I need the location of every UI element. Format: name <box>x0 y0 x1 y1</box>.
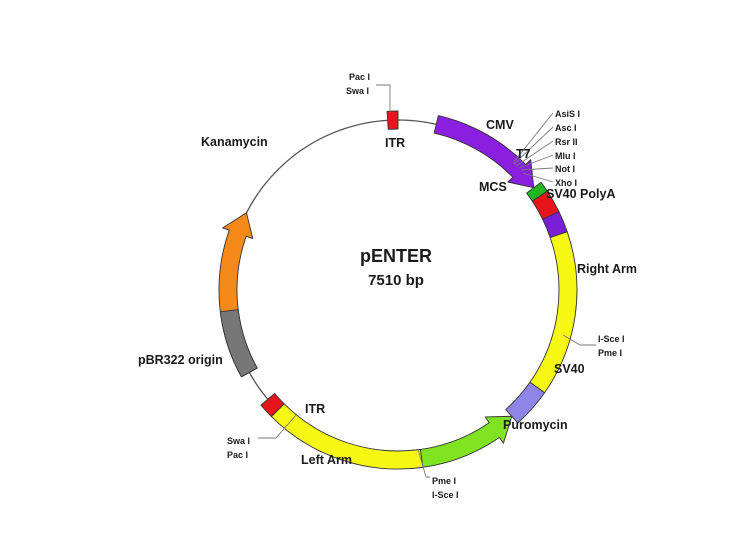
label-mcs: MCS <box>479 180 507 194</box>
label-right-arm: Right Arm <box>577 262 637 276</box>
site-left-swa-i: Swa I <box>227 436 250 446</box>
puromycin-arrow <box>408 415 513 470</box>
site-bottom-i-sce-i: I-Sce I <box>432 490 459 500</box>
label-kanamycin: Kanamycin <box>201 135 268 149</box>
label-sv40-polya: SV40 PolyA <box>546 187 615 201</box>
site-mcs-not-i: Not I <box>555 164 575 174</box>
site-mcs-xho-i: Xho I <box>555 178 577 188</box>
label-sv40: SV40 <box>554 362 585 376</box>
label-puromycin: Puromycin <box>503 418 568 432</box>
label-itr-top: ITR <box>385 136 405 150</box>
site-bottom-pme-i: Pme I <box>432 476 456 486</box>
site-mcs-asc-i: Asc I <box>555 123 577 133</box>
pbr322-origin-box <box>219 309 258 378</box>
itr-top-box <box>386 110 399 130</box>
site-top-pac-i: Pac I <box>349 72 370 82</box>
site-right-i-sce-i: I-Sce I <box>598 334 625 344</box>
site-mcs-asis-i: AsiS I <box>555 109 580 119</box>
plasmid-size: 7510 bp <box>368 272 424 289</box>
site-mcs-mlu-i: Mlu I <box>555 151 576 161</box>
label-left-arm: Left Arm <box>301 453 352 467</box>
sv40-box <box>505 381 546 424</box>
site-top-swa-i: Swa I <box>346 86 369 96</box>
label-cmv: CMV <box>486 118 514 132</box>
site-left-pac-i: Pac I <box>227 450 248 460</box>
plasmid-name: pENTER <box>360 246 432 266</box>
label-itr-bottom: ITR <box>305 402 325 416</box>
label-pbr322-origin: pBR322 origin <box>138 353 223 367</box>
site-mcs-rsr-ii: Rsr II <box>555 137 578 147</box>
itr-bottom-box <box>260 393 285 418</box>
label-t7: T7 <box>516 147 531 161</box>
leader-lines <box>258 84 596 478</box>
site-right-pme-i: Pme I <box>598 348 622 358</box>
